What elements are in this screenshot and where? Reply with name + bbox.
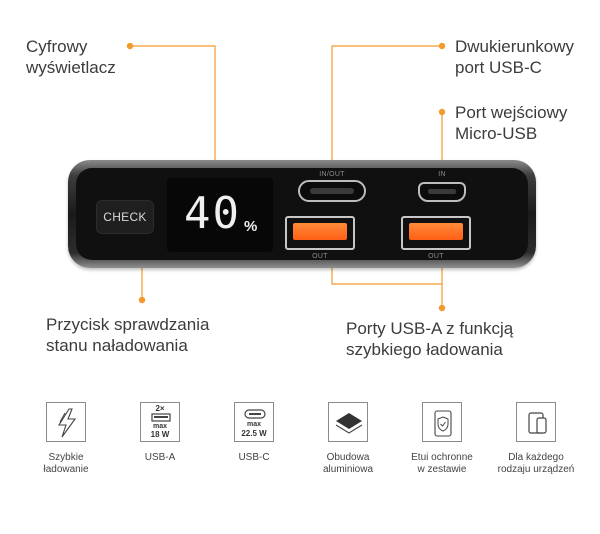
callout-line-1: Porty USB-A z funkcją — [346, 319, 514, 338]
micro-port-label: IN — [438, 171, 446, 178]
feature-usb-c: max 22.5 W USB-C — [214, 402, 294, 464]
display-callout-line — [130, 45, 216, 175]
lightning-icon — [46, 402, 86, 442]
display-digits: 40 — [184, 188, 241, 239]
callout-line-2: port USB-C — [455, 58, 542, 77]
devices-icon — [516, 402, 556, 442]
usbc-port-label: IN/OUT — [319, 171, 345, 178]
callout-line-1: Cyfrowy — [26, 37, 88, 56]
usba-port-left — [285, 216, 355, 250]
usba-right-label: OUT — [428, 253, 444, 260]
callout-digital-display: Cyfrowy wyświetlacz — [26, 36, 116, 78]
feature-label-1: USB-A — [144, 452, 176, 463]
check-button[interactable]: CHECK — [96, 200, 154, 234]
callout-usbc-port: Dwukierunkowy port USB-C — [455, 36, 574, 78]
usba-left-label: OUT — [312, 253, 328, 260]
usbc-port — [298, 180, 366, 202]
usba-port-right — [401, 216, 471, 250]
display-percent: % — [244, 218, 258, 235]
callout-usba-ports: Porty USB-A z funkcją szybkiego ładowani… — [346, 318, 513, 360]
usb-c-icon: max 22.5 W — [234, 402, 274, 442]
feature-label-2: rodzaju urządzeń — [497, 464, 575, 475]
usba-count: 2× — [155, 404, 165, 413]
callout-line-2: stanu naładowania — [46, 336, 188, 355]
usbc-watt: 22.5 W — [241, 429, 267, 438]
usbc-callout-line — [331, 45, 442, 160]
callout-line-1: Przycisk sprawdzania — [46, 315, 210, 334]
usba-bracket-line — [331, 262, 443, 285]
feature-label-2: w zestawie — [417, 464, 467, 475]
shield-icon — [422, 402, 462, 442]
callout-line-2: Micro-USB — [455, 124, 538, 143]
callout-micro-usb-port: Port wejściowy Micro-USB — [455, 102, 567, 144]
feature-label-1: Etui ochronne — [411, 452, 473, 463]
micro-usb-port — [418, 182, 466, 202]
usba-max: max — [152, 423, 167, 430]
callout-line-2: szybkiego ładowania — [346, 340, 503, 359]
feature-label-1: Obudowa — [326, 452, 370, 463]
layers-icon — [328, 402, 368, 442]
feature-label-1: Szybkie — [48, 452, 84, 463]
usba-watt: 18 W — [150, 430, 170, 439]
usb-a-icon: 2× max 18 W — [140, 402, 180, 442]
feature-label-2: aluminiowa — [322, 464, 374, 475]
feature-label-1: USB-C — [238, 452, 270, 463]
callout-line-1: Dwukierunkowy — [455, 37, 575, 56]
feature-label-2: ładowanie — [43, 464, 89, 475]
feature-label-1: Dla każdego — [508, 452, 564, 463]
callout-line-2: wyświetlacz — [26, 58, 116, 77]
digital-display — [167, 178, 273, 252]
callout-line-1: Port wejściowy — [455, 103, 568, 122]
feature-usb-a: 2× max 18 W USB-A — [120, 402, 200, 464]
callout-check-button: Przycisk sprawdzania stanu naładowania — [46, 314, 209, 356]
usbc-max: max — [246, 421, 261, 428]
